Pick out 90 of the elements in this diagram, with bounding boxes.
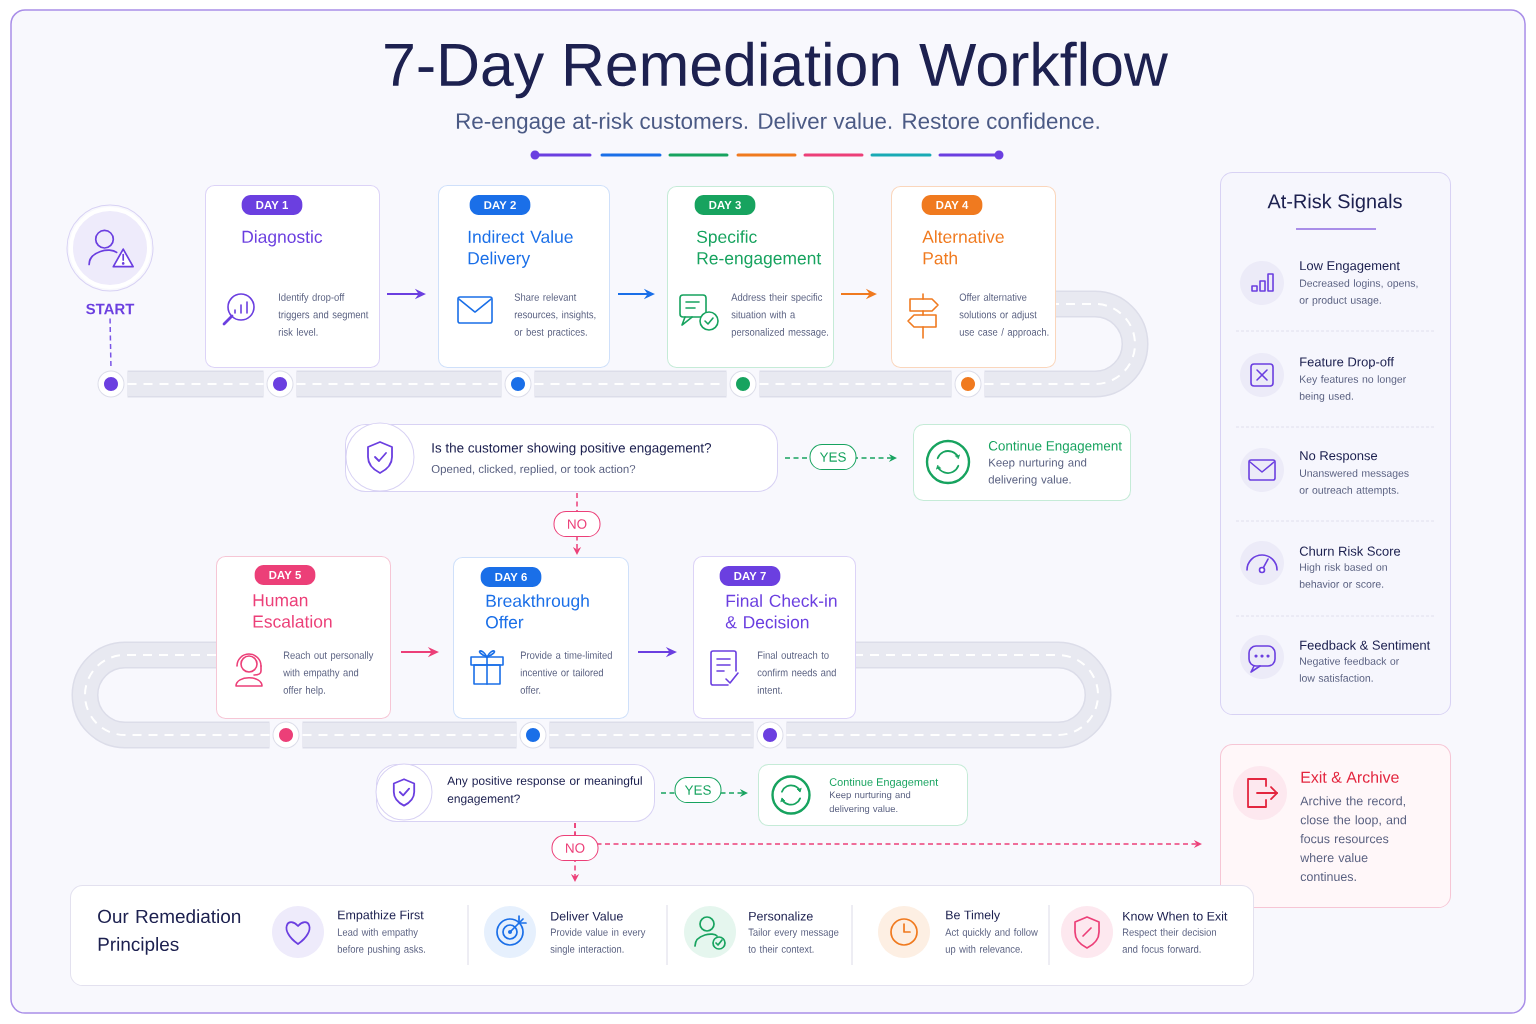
edge-label: NO — [551, 835, 599, 861]
timeline-dot — [272, 721, 300, 749]
step-card — [438, 185, 610, 368]
result-title: Continue Engagement — [829, 777, 939, 789]
card-text: Offer alternative solutions or adjust use case / approach. — [959, 293, 1049, 338]
step-card — [453, 557, 629, 719]
signal-text: Negative feedback or low satisfaction. — [1299, 657, 1400, 682]
signal-text: Key features no longer being used. — [1299, 375, 1406, 402]
timeline-dot — [519, 721, 547, 749]
result-text: Keep nurturing and delivering value. — [988, 458, 1087, 486]
timeline-road — [758, 370, 953, 398]
edge-label: NO — [553, 511, 601, 537]
signal-title: Feedback & Sentiment — [1300, 640, 1431, 650]
decision-box — [375, 763, 655, 822]
question-text: Is the customer showing positive engagement? — [432, 442, 712, 456]
day-badge: DAY 1 — [241, 195, 303, 215]
principle-title: Be Timely — [946, 910, 1001, 922]
signal-title: Churn Risk Score — [1299, 546, 1401, 556]
box-title: Exit & Archive — [1301, 771, 1399, 783]
signals-panel — [1220, 172, 1451, 715]
timeline-road — [548, 721, 755, 749]
page-title: 7-Day Remediation Workflow — [385, 41, 1168, 99]
card-text: Address their specific situation with a personalized message. — [731, 293, 828, 338]
panel-heading: Our Remediation Principles — [98, 909, 241, 955]
timeline-road — [301, 721, 518, 749]
timeline-dot — [756, 721, 784, 749]
timeline-dot — [97, 370, 125, 398]
card-title: Diagnostic — [242, 230, 323, 247]
edge-label: YES — [809, 444, 857, 470]
day-badge: DAY 4 — [921, 195, 983, 215]
day-badge: DAY 2 — [469, 195, 531, 215]
card-text: Identify drop-off triggers and segment risk level. — [278, 293, 369, 336]
principle-text: Lead with empathy before pushing asks. — [337, 928, 425, 955]
timeline-road — [785, 641, 1112, 749]
timeline-dot — [954, 370, 982, 398]
signal-title: Low Engagement — [1300, 261, 1400, 273]
day-badge: DAY 3 — [694, 195, 756, 215]
principle-text: Provide value in every single interaction. — [550, 928, 646, 955]
principle-title: Personalize — [749, 911, 813, 921]
signal-text: Unanswered messages or outreach attempts. — [1299, 469, 1409, 496]
result-text: Keep nurturing and delivering value. — [829, 791, 911, 814]
timeline-road — [71, 641, 271, 749]
box-text: Archive the record, close the loop, and focus resources where value continues. — [1300, 796, 1406, 882]
card-text: Final outreach to confirm needs and intent. — [757, 651, 836, 694]
timeline-road — [983, 290, 1149, 398]
step-card — [891, 186, 1056, 368]
result-box — [758, 764, 968, 826]
question-text: Any positive response or meaningful engagement? — [447, 776, 642, 806]
hint-text: Opened, clicked, replied, or took action? — [431, 464, 636, 476]
result-title: Continue Engagement — [988, 440, 1122, 454]
step-card — [216, 556, 391, 719]
card-text: Reach out personally with empathy and offer help. — [283, 651, 374, 696]
timeline-dot — [729, 370, 757, 398]
edge-label: YES — [674, 777, 722, 803]
card-title: Indirect Value Delivery — [468, 230, 573, 268]
subtitle: Re-engage at-risk customers. Deliver value. Restore confidence. — [456, 112, 1099, 134]
principles-panel — [70, 885, 1255, 986]
signal-text: Decreased logins, opens, or product usage. — [1299, 279, 1418, 306]
decision-box — [345, 422, 778, 492]
card-title: Human Escalation — [253, 594, 332, 628]
timeline-dot — [266, 370, 294, 398]
principle-text: Tailor every message to their context. — [748, 928, 839, 953]
card-title: Final Check-in & Decision — [725, 594, 837, 629]
card-title: Specific Re-engagement — [697, 230, 822, 268]
signal-title: Feature Drop-off — [1300, 356, 1394, 370]
card-title: Breakthrough Offer — [486, 594, 589, 629]
step-card — [205, 185, 380, 368]
card-text: Provide a time-limited incentive or tailored offer. — [520, 651, 612, 694]
principle-title: Know When to Exit — [1123, 911, 1228, 921]
exit-box — [1220, 744, 1451, 908]
day-badge: DAY 7 — [719, 566, 781, 586]
result-box — [913, 424, 1131, 501]
day-badge: DAY 6 — [480, 567, 542, 587]
card-text: Share relevant resources, insights, or best practices. — [514, 293, 596, 338]
timeline-dot — [504, 370, 532, 398]
step-card — [667, 186, 834, 368]
principle-text: Act quickly and follow up with relevance. — [945, 928, 1038, 955]
principle-title: Deliver Value — [551, 911, 623, 921]
step-card — [693, 556, 856, 719]
principle-title: Empathize First — [338, 910, 424, 922]
panel-heading: At-Risk Signals — [1267, 193, 1402, 213]
signal-text: High risk based on behavior or score. — [1299, 563, 1387, 588]
day-badge: DAY 5 — [254, 565, 316, 585]
signal-title: No Response — [1300, 451, 1378, 463]
principle-text: Respect their decision and focus forward. — [1122, 928, 1216, 953]
start-label: START — [86, 303, 135, 315]
timeline-road — [533, 370, 728, 398]
timeline-road — [295, 370, 503, 398]
card-title: Alternative Path — [922, 230, 1004, 265]
timeline-road — [126, 370, 265, 398]
